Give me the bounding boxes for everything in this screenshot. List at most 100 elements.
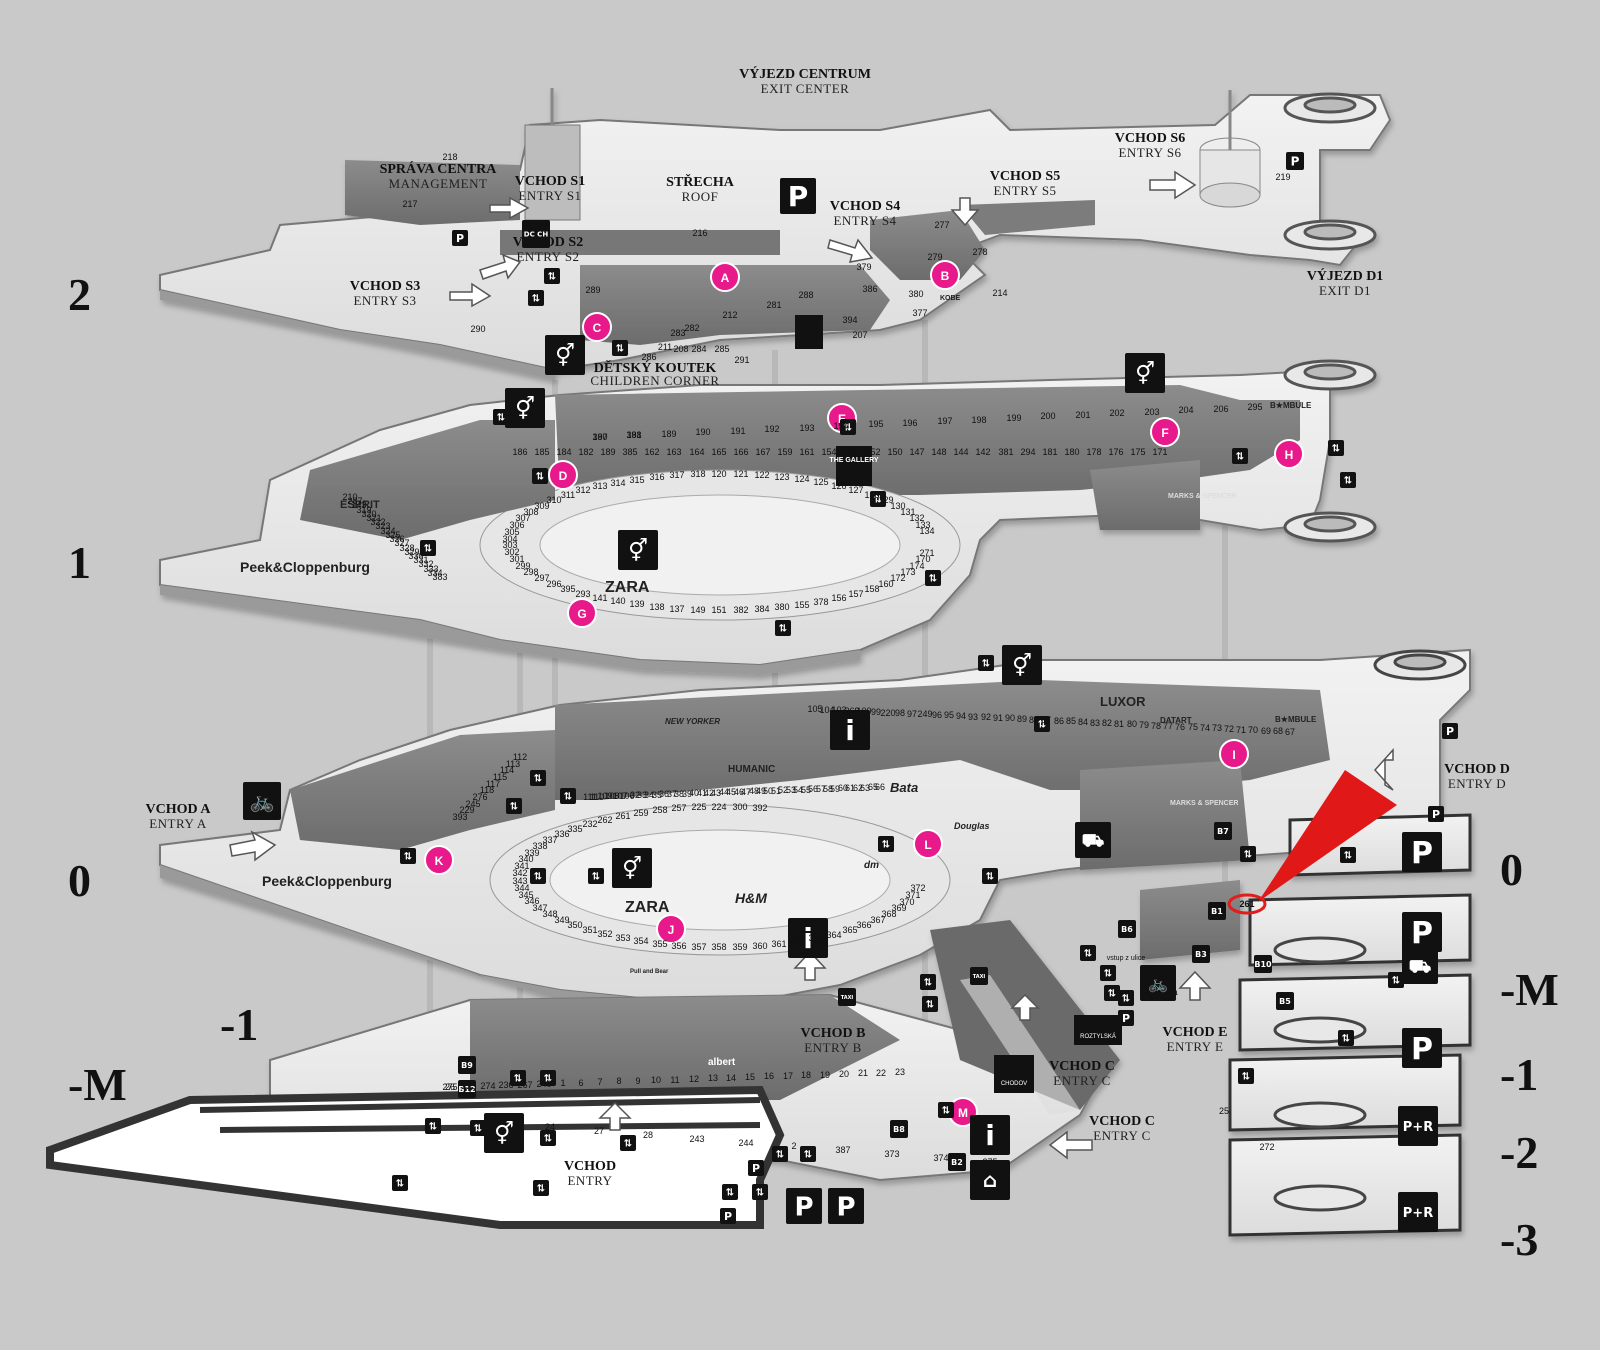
f1-unit-130: 130 (890, 501, 905, 511)
f0-unit-54: 54 (793, 785, 803, 795)
f1-unit-385: 385 (622, 447, 637, 457)
svg-text:⇅: ⇅ (564, 792, 572, 803)
svg-text:⇅: ⇅ (536, 472, 544, 483)
service-point-b8-icon: B8 (890, 1120, 908, 1138)
lift-icon: ⇅ (1240, 846, 1256, 862)
f1-unit-378: 378 (813, 597, 828, 607)
f1-unit-134: 134 (919, 526, 934, 536)
parking-icon: P (1402, 832, 1442, 872)
zone-marker-j: J (656, 914, 686, 944)
f0-unit-370: 370 (899, 897, 914, 907)
park-and-ride-icon (1398, 1106, 1438, 1146)
f1-unit-144: 144 (953, 447, 968, 457)
m1-unit-274: 274 (480, 1081, 495, 1091)
svg-text:VCHOD D: VCHOD D (1444, 762, 1510, 777)
red-pointer-arrow (1258, 770, 1397, 902)
svg-text:I: I (1232, 748, 1235, 762)
f0-unit-35: 35 (652, 790, 662, 800)
f1-unit-128: 128 (864, 490, 879, 500)
toilets-icon: ⚥ (484, 1113, 524, 1153)
f1-unit-120: 120 (711, 469, 726, 479)
f0-unit-77: 77 (1163, 721, 1173, 731)
lift-icon: ⇅ (1388, 972, 1404, 988)
f0-unit-53: 53 (786, 785, 796, 795)
svg-text:P: P (456, 232, 464, 245)
f0-unit-85: 85 (1066, 716, 1076, 726)
f1-unit-197: 197 (937, 416, 952, 426)
f1-unit-305: 305 (504, 527, 519, 537)
f0-unit-249: 249 (917, 709, 932, 719)
f2-unit-211: 211 (658, 342, 672, 352)
floor-2 (159, 88, 1392, 380)
svg-text:⇅: ⇅ (1344, 476, 1352, 487)
f0-unit-69: 69 (1261, 726, 1271, 736)
service-point-b1-icon: B1 (1208, 902, 1226, 920)
f0-unit-356: 356 (671, 941, 686, 951)
f1-unit-142: 142 (975, 447, 990, 457)
svg-text:⚥: ⚥ (1012, 652, 1032, 679)
lift-icon: ⇅ (1080, 945, 1096, 961)
svg-text:VCHOD: VCHOD (564, 1159, 616, 1174)
f1-unit-302: 302 (504, 547, 519, 557)
svg-text:ENTRY: ENTRY (567, 1173, 612, 1188)
f0-unit-96: 96 (932, 710, 942, 720)
f1-unit-165: 165 (711, 447, 726, 457)
svg-text:P: P (752, 1162, 760, 1175)
svg-text:B3: B3 (1195, 950, 1207, 959)
f1-unit-139: 139 (629, 599, 644, 609)
m1-unit-275: 275 (442, 1082, 457, 1092)
svg-text:⇅: ⇅ (514, 1074, 522, 1085)
f0-unit-269: 269 (844, 706, 859, 716)
toilets-icon: ⚥ (505, 388, 545, 428)
f1-unit-311: 311 (561, 490, 575, 500)
taxi-icon: TAXI (970, 967, 988, 985)
f1-unit-381: 381 (998, 447, 1013, 457)
m1-unit-243: 243 (689, 1134, 704, 1144)
f1-unit-325: 325 (385, 530, 400, 540)
lift-icon: ⇅ (425, 1118, 441, 1134)
f0-unit-82: 82 (1102, 718, 1112, 728)
f0-unit-94: 94 (956, 711, 966, 721)
svg-text:DC CH: DC CH (524, 231, 549, 239)
f0-unit-76: 76 (1175, 722, 1185, 732)
parking-icon: P (828, 1188, 864, 1224)
svg-text:B7: B7 (1217, 827, 1229, 836)
f1-unit-195: 195 (868, 419, 883, 429)
f0-unit-83: 83 (1090, 718, 1100, 728)
svg-text:P: P (1411, 1032, 1433, 1067)
svg-text:⇅: ⇅ (1104, 969, 1112, 980)
brand-bombule-0: B★MBULE (1275, 715, 1317, 724)
f0-unit-118: 118 (480, 785, 494, 795)
svg-text:B10: B10 (1254, 960, 1272, 969)
f0-unit-115: 115 (493, 772, 507, 782)
svg-text:CHILDREN CORNER: CHILDREN CORNER (590, 373, 719, 388)
lift-icon: ⇅ (528, 290, 544, 306)
f1-unit-161: 161 (799, 447, 814, 457)
svg-text:⇅: ⇅ (942, 1106, 950, 1117)
svg-text:⇅: ⇅ (404, 852, 412, 863)
service-point-b9-icon: B9 (458, 1056, 476, 1074)
f1-unit-306: 306 (509, 520, 524, 530)
f0-unit-45: 45 (726, 787, 736, 797)
toilets-icon: ⚥ (612, 848, 652, 888)
f1-unit-203: 203 (1144, 407, 1159, 417)
svg-text:⇅: ⇅ (986, 872, 994, 883)
f0-unit-51: 51 (771, 786, 781, 796)
f2-unit-291: 291 (734, 355, 749, 365)
service-point-b3-icon: B3 (1192, 945, 1210, 963)
svg-text:VCHOD S3: VCHOD S3 (350, 279, 420, 294)
brand-pullbear: Pull and Bear (630, 969, 669, 975)
f0-unit-105: 105 (807, 704, 822, 714)
f1-unit-181: 181 (1042, 447, 1057, 457)
lift-icon: ⇅ (922, 996, 938, 1012)
lift-icon: ⇅ (920, 974, 936, 990)
svg-text:TAXI: TAXI (841, 995, 854, 1001)
m1-unit-236: 236 (498, 1080, 513, 1090)
f0-unit-44: 44 (719, 787, 729, 797)
svg-text:G: G (577, 607, 586, 621)
lift-icon: ⇅ (506, 798, 522, 814)
f2-unit-386: 386 (862, 284, 877, 294)
f1-unit-320: 320 (361, 509, 376, 519)
svg-text:⇅: ⇅ (1342, 1034, 1350, 1045)
f0-unit-108: 108 (604, 791, 619, 801)
